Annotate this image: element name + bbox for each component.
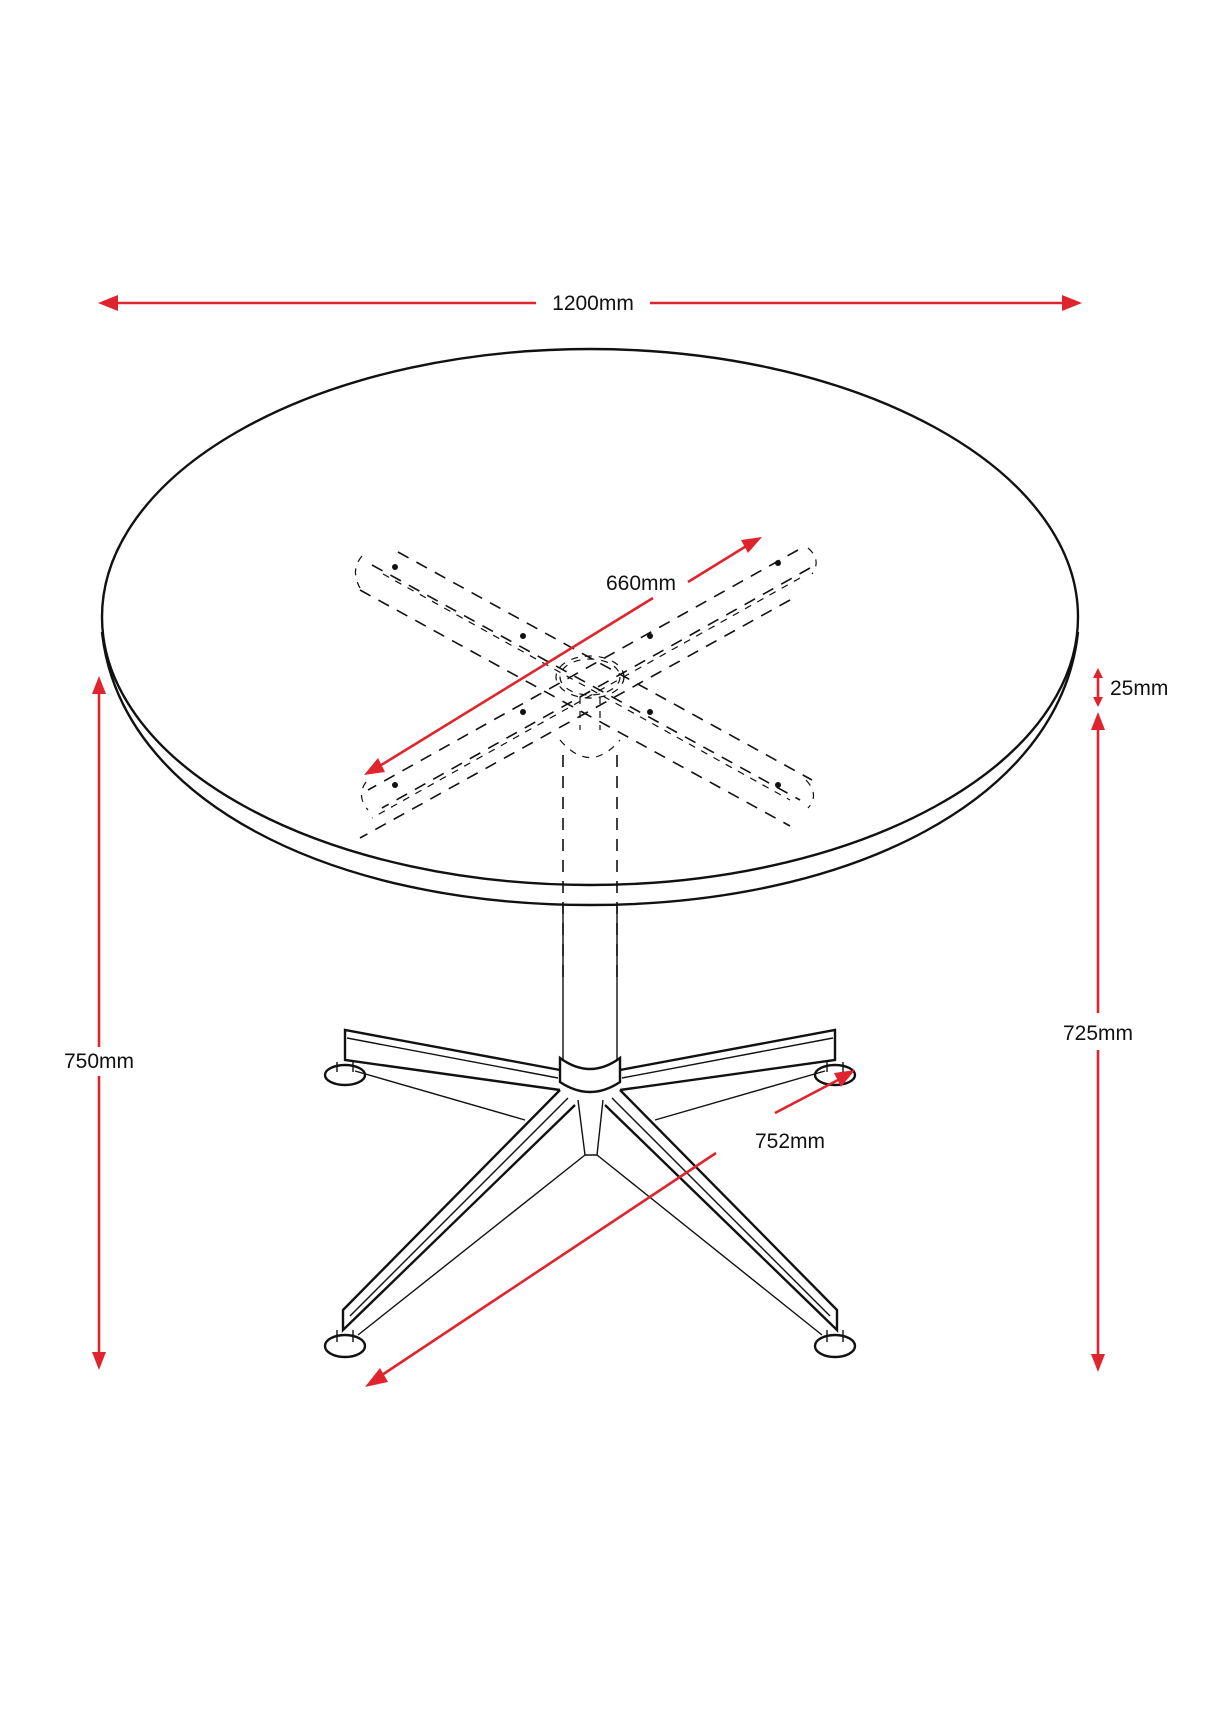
arrow-up-icon xyxy=(92,676,106,694)
arrow-down-left-icon xyxy=(365,1368,388,1387)
label-underside-height: 725mm xyxy=(1063,1022,1133,1045)
dimension-underside-height: 725mm xyxy=(1063,712,1133,1372)
pedestal-column xyxy=(558,905,622,1094)
arrow-down-left-icon xyxy=(364,758,385,775)
dimension-overall-height: 750mm xyxy=(64,676,134,1370)
label-overall-height: 750mm xyxy=(64,1050,134,1073)
arrow-down-icon xyxy=(1091,1354,1105,1372)
glide-foot xyxy=(813,1330,857,1359)
arrow-up-icon xyxy=(1093,668,1103,678)
glide-foot xyxy=(813,1062,857,1087)
label-base-span: 752mm xyxy=(755,1130,825,1153)
label-top-diameter: 1200mm xyxy=(552,292,634,315)
arrow-up-right-icon xyxy=(741,537,762,553)
glide-foot xyxy=(323,1330,367,1359)
label-top-thickness: 25mm xyxy=(1110,677,1168,700)
arrow-down-icon xyxy=(92,1352,106,1370)
dimension-base-span: 752mm xyxy=(365,1070,855,1387)
label-frame-span: 660mm xyxy=(606,572,676,595)
arrow-up-icon xyxy=(1091,712,1105,730)
arrow-up-right-icon xyxy=(834,1070,855,1087)
dimension-top-diameter: 1200mm xyxy=(98,292,1082,315)
dimension-frame-span: 660mm xyxy=(364,537,762,775)
arrow-left-icon xyxy=(98,295,118,311)
underframe-hidden xyxy=(354,547,817,980)
arrow-right-icon xyxy=(1062,295,1082,311)
glide-foot xyxy=(323,1062,367,1087)
dimension-top-thickness: 25mm xyxy=(1093,668,1168,707)
star-base xyxy=(323,1028,857,1359)
table-top xyxy=(100,347,1080,907)
arrow-down-icon xyxy=(1093,697,1103,707)
